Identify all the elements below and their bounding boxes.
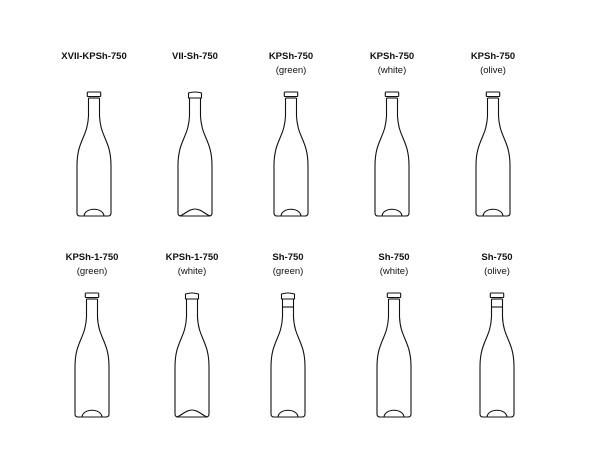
bottle-illustration — [76, 91, 112, 217]
bottle-illustration — [475, 91, 511, 217]
bottle-punt — [486, 409, 508, 418]
bottle-punt — [381, 208, 403, 217]
bottle-name: Sh-750 — [378, 252, 410, 263]
bottle-body-outline — [174, 299, 210, 418]
bottle-body-outline — [76, 98, 112, 217]
bottle-lip — [283, 91, 299, 98]
bottle-illustration — [374, 91, 410, 217]
bottle-body-outline — [475, 98, 511, 217]
bottle-name: Sh-750 — [481, 252, 513, 263]
bottle-body-outline — [177, 98, 213, 217]
bottle-body-outline — [270, 299, 306, 418]
bottle-illustration — [174, 292, 210, 418]
bottle-punt — [280, 208, 302, 217]
bottle-name: KPSh-750 — [369, 51, 415, 62]
bottle-lip — [280, 292, 296, 300]
bottle-name: Sh-750 — [272, 252, 304, 263]
bottle-name: KPSh-1-750 — [65, 252, 119, 263]
bottle-variant: (white) — [377, 65, 407, 76]
bottle-punt — [176, 409, 208, 418]
bottle-lip — [386, 292, 402, 299]
bottle-variant: (olive) — [484, 266, 510, 277]
bottle-variant: (green) — [275, 65, 307, 76]
bottle-illustration — [479, 292, 515, 418]
bottle-lip — [489, 292, 505, 299]
bottle-name: KPSh-750 — [470, 51, 516, 62]
bottle-illustration — [270, 292, 306, 418]
bottle-body-outline — [479, 299, 515, 418]
bottle-punt — [179, 208, 211, 217]
bottle-lip — [485, 91, 501, 98]
bottle-punt — [83, 208, 105, 217]
bottle-lip — [187, 91, 203, 99]
bottle-body-outline — [74, 299, 110, 418]
bottle-body-outline — [273, 98, 309, 217]
bottle-body-outline — [376, 299, 412, 418]
bottle-punt — [383, 409, 405, 418]
bottle-lip — [384, 91, 400, 98]
bottle-illustration — [376, 292, 412, 418]
bottle-punt — [277, 409, 299, 418]
bottle-lip — [184, 292, 200, 300]
bottle-lip — [84, 292, 100, 299]
bottle-variant: (olive) — [480, 65, 506, 76]
bottle-name: KPSh-1-750 — [165, 252, 219, 263]
bottle-variant: (green) — [76, 266, 108, 277]
bottle-name: XVII-KPSh-750 — [61, 51, 127, 62]
bottle-name: KPSh-750 — [268, 51, 314, 62]
bottle-illustration — [177, 91, 213, 217]
bottle-punt — [81, 409, 103, 418]
bottle-name: VII-Sh-750 — [172, 51, 218, 62]
bottle-illustration — [273, 91, 309, 217]
bottle-variant: (white) — [379, 266, 409, 277]
bottle-variant: (green) — [272, 266, 304, 277]
bottle-variant: (white) — [177, 266, 207, 277]
bottle-lip — [86, 91, 102, 98]
bottle-punt — [482, 208, 504, 217]
bottle-body-outline — [374, 98, 410, 217]
bottle-illustration — [74, 292, 110, 418]
